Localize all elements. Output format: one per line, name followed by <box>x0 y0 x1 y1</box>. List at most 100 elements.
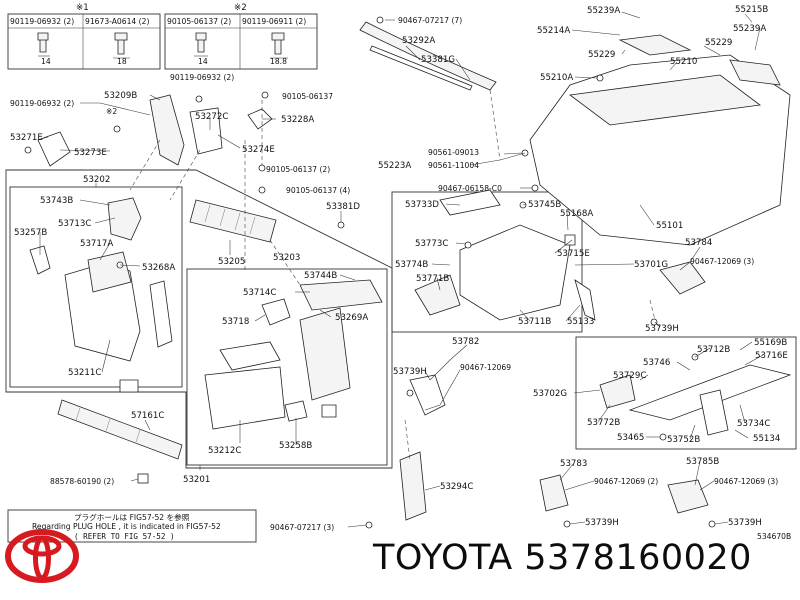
label-55168a: 55168A <box>560 209 593 219</box>
part-labels: 53209B 90119-06932 (2) 90119-06932 (2) ※… <box>10 5 791 541</box>
label-53274e: 53274E <box>242 145 275 155</box>
plug-hole-note: プラグホールは FIG57-52 を参照 Regarding PLUG HOLE… <box>7 509 257 543</box>
label-53381d: 53381D <box>326 202 360 212</box>
label-53715e: 53715E <box>557 249 590 259</box>
label-53271e: 53271E <box>10 133 43 143</box>
label-53774b: 53774B <box>395 260 428 270</box>
label-53744b: 53744B <box>304 271 337 281</box>
phantom-lines <box>129 89 656 461</box>
toe-board-53701g <box>414 189 596 321</box>
label-55214a: 55214A <box>537 26 570 36</box>
label-53743b: 53743B <box>40 196 73 206</box>
label-53784: 53784 <box>685 238 712 248</box>
table-part-1: 90119-06932 (2) <box>10 17 74 26</box>
note-line-1: プラグホールは FIG57-52 を参照 <box>74 512 190 522</box>
label-mark-2: ※2 <box>106 107 117 116</box>
label-90105-06137-a: 90105-06137 <box>282 92 333 101</box>
label-53258b: 53258B <box>279 441 312 451</box>
bolt-icon <box>270 32 288 59</box>
right-side-parts <box>365 261 716 529</box>
label-53752b: 53752B <box>667 435 700 445</box>
label-53202: 53202 <box>83 175 110 185</box>
label-90467-12069-d: 90467-12069 (3) <box>714 477 778 486</box>
label-55229-a: 55229 <box>588 50 615 60</box>
right-box-parts <box>204 279 383 430</box>
label-53739h-b: 53739H <box>393 367 427 377</box>
label-88578-60190: 88578-60190 (2) <box>50 477 114 486</box>
label-55210a: 55210A <box>540 73 573 83</box>
note-line-3: ( REFER TO FIG 57-52 ) <box>74 532 175 541</box>
brand-part-number: TOYOTA 5378160020 <box>373 538 752 578</box>
label-90561-09013: 90561-09013 <box>428 148 479 157</box>
label-90467-07217-top: 90467-07217 (7) <box>398 16 462 25</box>
label-53713c: 53713C <box>58 219 91 229</box>
table-part-3: 90105-06137 (2) <box>167 17 231 26</box>
bolt-icon <box>113 32 130 59</box>
label-53714c: 53714C <box>243 288 276 298</box>
table-part-2: 91673-A0614 (2) <box>85 17 149 26</box>
table-mark-2: ※2 <box>234 3 247 13</box>
label-90467-12069-c: 90467-12069 (2) <box>594 477 658 486</box>
leader-lines <box>37 11 764 528</box>
table-part-4: 90119-06911 (2) <box>242 17 306 26</box>
label-90467-12069-b: 90467-12069 <box>460 363 511 372</box>
left-box-parts <box>29 197 173 393</box>
label-534670b: 534670B <box>757 532 791 541</box>
label-55239a-b: 55239A <box>733 24 766 34</box>
toyota-logo-icon <box>5 529 79 583</box>
cowl-53292a <box>359 16 497 91</box>
label-57161c: 57161C <box>131 411 164 421</box>
label-53739h-d: 53739H <box>728 518 762 528</box>
label-53785b: 53785B <box>686 457 719 467</box>
table-dim-4: 18.8 <box>270 57 287 66</box>
label-53273e: 53273E <box>74 148 107 158</box>
toe-board-53702g <box>599 353 792 441</box>
bolt-icon <box>37 32 50 57</box>
label-53729c: 53729C <box>613 371 646 381</box>
label-53272c: 53272C <box>195 112 228 122</box>
label-53268a: 53268A <box>142 263 175 273</box>
cross-member-53205 <box>189 199 345 243</box>
label-55101: 55101 <box>656 221 683 231</box>
label-53203: 53203 <box>273 253 300 263</box>
label-53465: 53465 <box>617 433 644 443</box>
table-dim-3: 14 <box>198 57 208 66</box>
label-53716e: 53716E <box>755 351 788 361</box>
table-mark-1: ※1 <box>76 3 89 13</box>
label-53228a: 53228A <box>281 115 314 125</box>
label-90467-07217-bot: 90467-07217 (3) <box>270 523 334 532</box>
label-53257b: 53257B <box>14 228 47 238</box>
left-upper-parts <box>24 91 273 194</box>
label-53269a: 53269A <box>335 313 368 323</box>
label-53702g: 53702G <box>533 389 567 399</box>
beam-57161c <box>57 399 183 484</box>
label-53745b: 53745B <box>528 200 561 210</box>
label-53205: 53205 <box>218 257 245 267</box>
label-53733d: 53733D <box>405 200 439 210</box>
label-53701g: 53701G <box>634 260 668 270</box>
label-55229-b: 55229 <box>705 38 732 48</box>
label-53292a: 53292A <box>402 36 435 46</box>
label-55169b: 55169B <box>754 338 787 348</box>
label-53381g: 53381G <box>421 55 455 65</box>
label-53746: 53746 <box>643 358 670 368</box>
bolt-icon <box>194 32 208 57</box>
note-line-2: Regarding PLUG HOLE , it is indicated in… <box>32 522 221 531</box>
label-53739h-c: 53739H <box>585 518 619 528</box>
table-dim-2: 18 <box>117 57 127 66</box>
label-53783: 53783 <box>560 459 587 469</box>
label-53712b: 53712B <box>697 345 730 355</box>
dash-panel-55101 <box>521 34 791 246</box>
label-53717a: 53717A <box>80 239 113 249</box>
label-90119-06932-b: 90119-06932 (2) <box>10 99 74 108</box>
label-53771b: 53771B <box>416 274 449 284</box>
label-53294c: 53294C <box>440 482 473 492</box>
label-53209b: 53209B <box>104 91 137 101</box>
label-53773c: 53773C <box>415 239 448 249</box>
label-55223a: 55223A <box>378 161 411 171</box>
label-55133: 55133 <box>567 317 594 327</box>
label-53201: 53201 <box>183 475 210 485</box>
label-90105-06137-c: 90105-06137 (4) <box>286 186 350 195</box>
label-90119-06932-a: 90119-06932 (2) <box>170 73 234 82</box>
